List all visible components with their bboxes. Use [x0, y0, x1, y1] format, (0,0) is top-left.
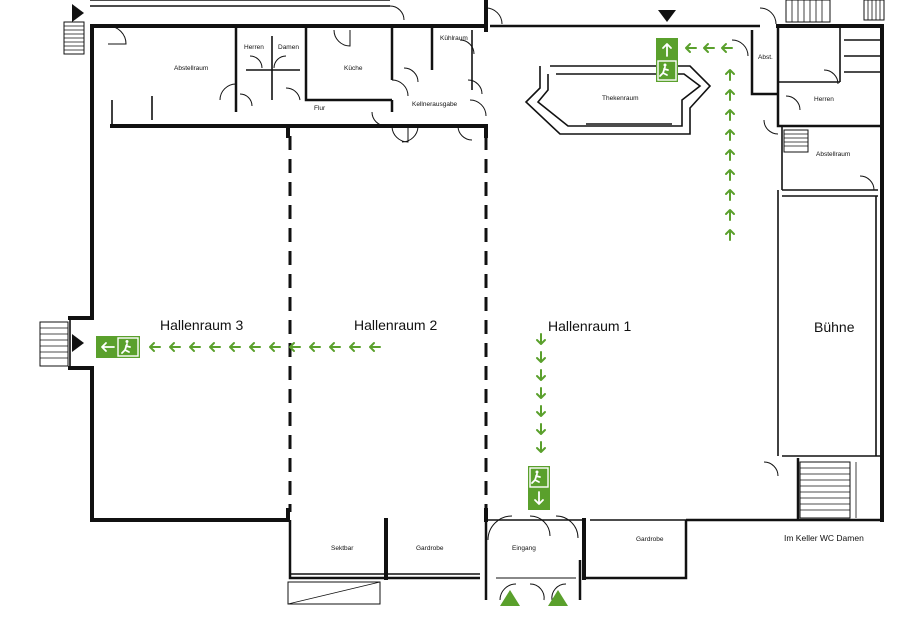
arrow-icon — [536, 369, 546, 381]
arrow-icon — [725, 69, 735, 81]
arrow-icon — [536, 333, 546, 345]
outer-walls — [68, 0, 884, 600]
arrow-icon — [189, 342, 201, 352]
arrow-icon — [536, 405, 546, 417]
arrow-icon — [536, 423, 546, 435]
room-labels: Abstellraum Herren Damen Küche Kühlraum … — [160, 35, 864, 552]
label-herren-right: Herren — [814, 96, 834, 103]
arrow-icon — [725, 189, 735, 201]
label-eingang: Eingang — [512, 545, 536, 552]
entrance-markers — [500, 590, 568, 606]
triangle-marker-icon — [72, 4, 84, 22]
arrow-icon — [349, 342, 361, 352]
hall-partitions — [286, 136, 488, 522]
arrow-icon — [269, 342, 281, 352]
arrow-icon — [369, 342, 381, 352]
arrow-icon — [149, 342, 161, 352]
emergency-exit-running-man-icon — [528, 466, 550, 510]
label-abst: Abst. — [758, 54, 773, 61]
label-kueche: Küche — [344, 65, 363, 72]
door-markers — [72, 4, 676, 352]
escape-route-west — [149, 342, 381, 352]
arrow-icon — [209, 342, 221, 352]
label-flur: Flur — [314, 105, 326, 112]
thekenraum-counter — [524, 65, 712, 135]
service-rooms — [90, 0, 488, 143]
label-sektbar: Sektbar — [331, 545, 354, 552]
stairs — [39, 0, 885, 605]
label-abstellraum-top: Abstellraum — [174, 65, 208, 72]
arrow-icon — [536, 387, 546, 399]
label-kellnerausgabe: Kellnerausgabe — [412, 101, 458, 108]
label-buehne: Bühne — [814, 319, 855, 335]
arrow-icon — [725, 169, 735, 181]
label-kuehlraum: Kühlraum — [440, 35, 468, 42]
arrow-icon — [536, 351, 546, 363]
label-damen-top: Damen — [278, 44, 299, 51]
arrow-icon — [721, 43, 733, 53]
escape-route-north — [685, 43, 735, 241]
label-wc-note: Im Keller WC Damen — [784, 533, 864, 543]
arrow-icon — [309, 342, 321, 352]
arrow-icon — [329, 342, 341, 352]
arrow-icon — [229, 342, 241, 352]
arrow-icon — [685, 43, 697, 53]
triangle-marker-icon — [72, 334, 84, 352]
label-hallenraum-1: Hallenraum 1 — [548, 318, 631, 334]
label-hallenraum-3: Hallenraum 3 — [160, 317, 243, 333]
escape-route-south — [536, 333, 546, 453]
right-rooms — [485, 7, 882, 520]
label-abstellraum-right: Abstellraum — [816, 151, 850, 158]
arrow-icon — [169, 342, 181, 352]
emergency-exit-running-man-icon — [96, 336, 140, 358]
triangle-marker-icon — [500, 590, 520, 606]
triangle-marker-icon — [658, 10, 676, 22]
label-gardrobe-right: Gardrobe — [636, 536, 664, 543]
arrow-icon — [725, 129, 735, 141]
label-thekenraum: Thekenraum — [602, 95, 639, 102]
label-gardrobe-left: Gardrobe — [416, 545, 444, 552]
label-hallenraum-2: Hallenraum 2 — [354, 317, 437, 333]
emergency-exit-running-man-icon — [656, 38, 678, 82]
arrow-icon — [725, 209, 735, 221]
arrow-icon — [289, 342, 301, 352]
entrance-doors — [290, 515, 686, 601]
arrow-icon — [725, 229, 735, 241]
arrow-icon — [249, 342, 261, 352]
arrow-icon — [725, 149, 735, 161]
arrow-icon — [725, 89, 735, 101]
arrow-icon — [725, 109, 735, 121]
triangle-marker-icon — [548, 590, 568, 606]
arrow-icon — [703, 43, 715, 53]
arrow-icon — [536, 441, 546, 453]
label-herren-top: Herren — [244, 44, 264, 51]
